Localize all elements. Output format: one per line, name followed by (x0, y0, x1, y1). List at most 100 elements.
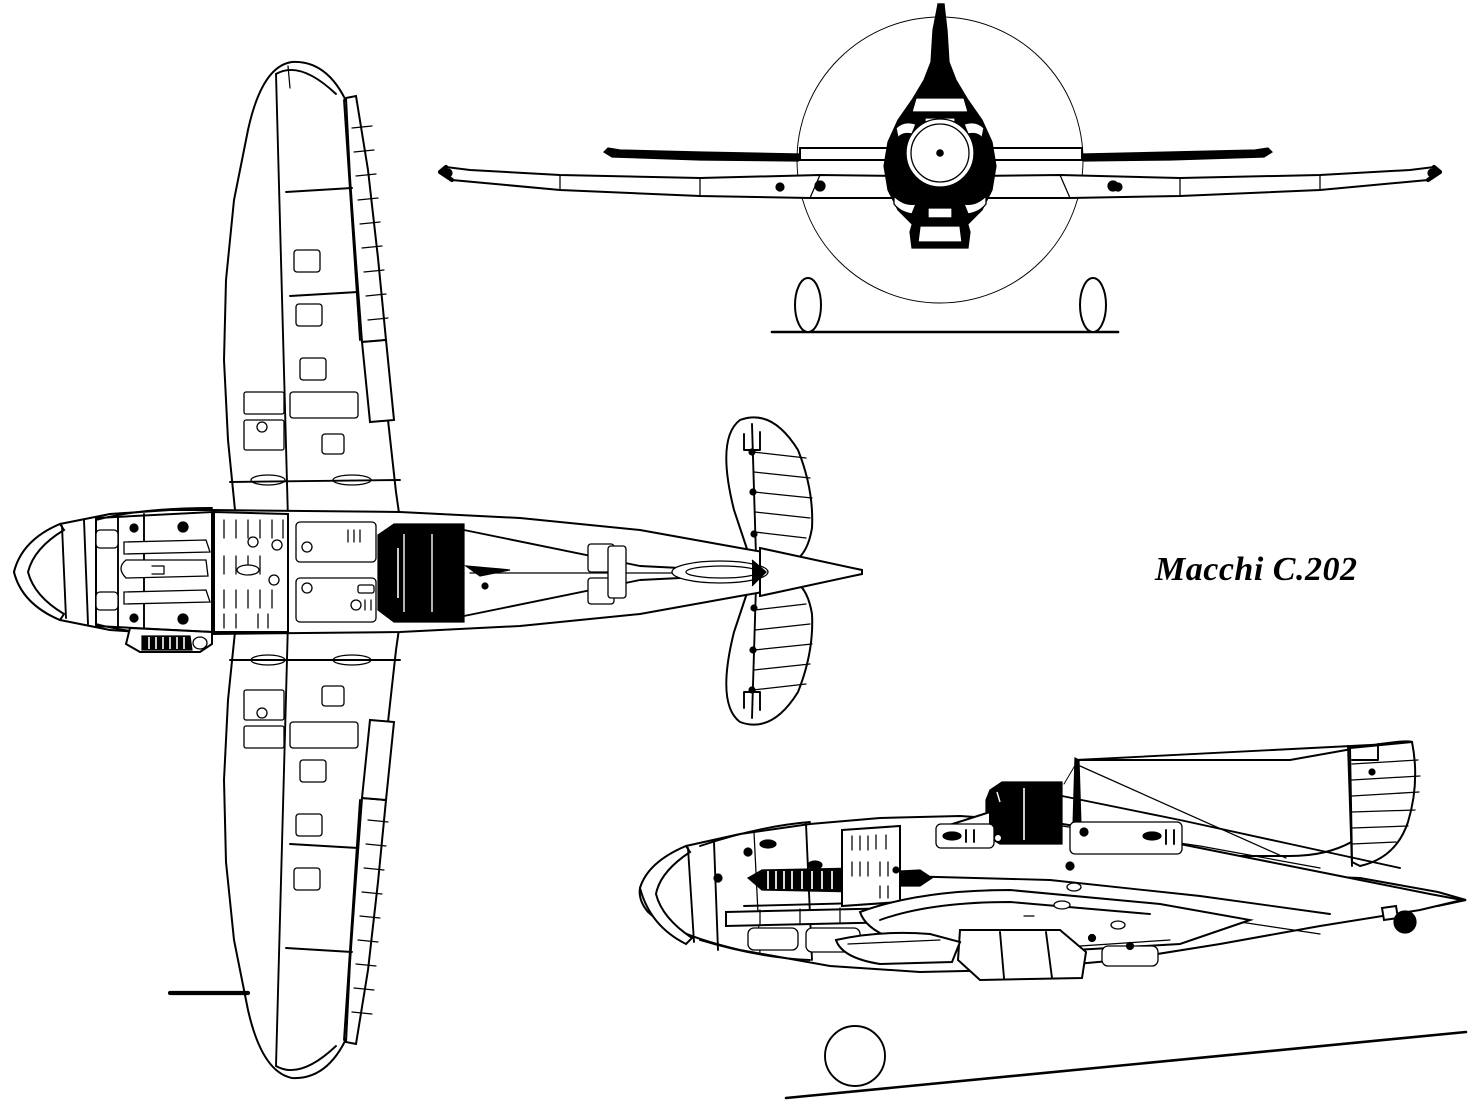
side-rear-panel-vents (1165, 829, 1175, 845)
front-cowl-relief-lower-right (962, 194, 987, 215)
plan-lower-aileron-rib-6 (361, 891, 383, 895)
plan-upper-wing-rib-b (289, 291, 359, 297)
side-gear-door-seam (847, 939, 941, 945)
plan-lower-aileron-rib-9 (367, 819, 389, 823)
plan-lower-wing-rib-b (289, 843, 359, 849)
plan-upper-aileron-rib-2 (353, 149, 375, 153)
side-nose-bump (759, 839, 777, 849)
side-forward-fairing (935, 823, 995, 849)
plan-upper-access-panel-4 (289, 391, 359, 419)
plan-rear-panel-center (607, 545, 627, 599)
side-firewall-port (892, 866, 900, 874)
plan-rudder-plan-2 (685, 565, 759, 579)
side-canopy-dot (995, 835, 1001, 841)
plan-view (12, 60, 863, 1080)
side-main-wheel-circle (824, 1025, 886, 1087)
plan-upper-wing-spar-rear (343, 99, 361, 341)
plan-upper-wing (222, 60, 402, 521)
plan-upper-access-panel-5 (321, 433, 345, 455)
side-rudder-rib-6 (1351, 841, 1397, 845)
side-fairing-vents (965, 829, 975, 843)
plan-upper-root-panel-2 (243, 419, 285, 451)
plan-upper-flap (360, 338, 396, 424)
side-nose-dot-2 (743, 847, 753, 857)
side-rudder-hinge-line (1347, 745, 1353, 867)
plan-upper-aileron-rib-6 (361, 245, 383, 249)
plan-cowl-fastener-4 (177, 613, 189, 625)
side-tailwheel (1393, 910, 1417, 934)
plan-lower-wing-rib-a (285, 947, 353, 953)
plan-prop-hub-line (83, 519, 89, 625)
side-rear-panel-dot (1079, 827, 1089, 837)
plan-elev-l-rib-4 (754, 623, 811, 631)
side-spinner (638, 844, 694, 946)
plan-lower-wing-spar-front (275, 621, 289, 1067)
side-radiator-seam-1 (999, 931, 1005, 979)
plan-cowl-fastener-3 (129, 613, 139, 623)
plan-lower-aileron-rib-5 (359, 915, 381, 919)
side-fuselage-dot-a (1065, 861, 1075, 871)
plan-upper-aileron-rib-1 (351, 125, 373, 129)
plan-fuselage (12, 507, 863, 653)
plan-firewall-slot (236, 564, 260, 576)
plan-elev-l-hinge-3 (750, 604, 758, 612)
plan-lower-root-panel-2 (243, 689, 285, 721)
side-rudder-rib-2 (1351, 775, 1421, 781)
plan-upper-root-panel-1 (243, 391, 285, 415)
side-rudder-horn-balance (1351, 743, 1379, 761)
plan-panel-slot-1 (357, 584, 375, 594)
plan-upper-access-panel-2 (295, 303, 323, 327)
front-cowl-panel-bottom (927, 207, 953, 219)
plan-lower-access-panel-4 (289, 721, 359, 749)
plan-cowl-detail-clip (151, 565, 165, 575)
plan-spinner (12, 522, 66, 622)
plan-firewall-rivet-lines (223, 519, 284, 629)
plan-upper-wing-rib-a (285, 187, 353, 193)
front-radiator-inlet (917, 225, 963, 243)
plan-exhaust-outlet (192, 636, 208, 650)
side-prop-hub-line (713, 841, 719, 951)
side-belly-port-2 (1110, 920, 1126, 930)
plan-elev-u-hinge-1 (748, 448, 756, 456)
side-rear-access-panel (1069, 821, 1183, 855)
plan-panel-vents-upper (347, 529, 361, 543)
side-cowl-bulge-1 (747, 927, 799, 951)
plan-firewall-port-3 (268, 574, 280, 586)
plan-lower-root-panel-1 (243, 725, 285, 749)
side-exhaust-slots (767, 871, 833, 889)
front-main-wheel-left (794, 277, 822, 333)
plan-tailplane-lower (725, 580, 814, 726)
front-gear-attach-left (814, 180, 826, 192)
plan-lower-aileron-rib-1 (351, 1011, 373, 1015)
front-cowl-relief-lower-left (893, 194, 918, 215)
plan-elev-l-hinge-2 (749, 646, 757, 654)
plan-lower-aileron-rib-7 (363, 867, 385, 871)
plan-elev-u-rib-1 (752, 451, 807, 459)
plan-elev-u-rib-5 (754, 531, 807, 539)
side-firewall-bay (841, 824, 901, 908)
side-canopy-frame-fwd (996, 791, 1001, 803)
front-view (437, 3, 1443, 334)
plan-tailplane (725, 416, 814, 726)
plan-upper-access-panel-3 (299, 357, 327, 381)
side-belly-dot-2 (1125, 941, 1135, 951)
side-fuselage-stringer-2 (899, 875, 1331, 915)
plan-lower-wing-spar-rear (343, 799, 361, 1041)
plan-elev-l-rib-1 (752, 683, 807, 691)
side-turtledeck-line (1061, 795, 1401, 869)
plan-lower-flap (360, 718, 396, 802)
plan-upper-aileron-rib-4 (357, 197, 379, 201)
front-wingtip-dot-right (1427, 168, 1437, 178)
side-ground-line (784, 1030, 1468, 1100)
plan-elev-l-rib-3 (753, 643, 813, 651)
side-rudder-rib-5 (1351, 825, 1409, 829)
plan-lower-wing (222, 621, 402, 1080)
side-view (638, 740, 1468, 1100)
plan-upper-wing-spar-front (275, 73, 289, 521)
front-wing-dot-left (775, 182, 785, 192)
side-fin-diagonal (1079, 765, 1287, 859)
plan-tailcone (759, 546, 863, 598)
plan-upper-aileron-rib-3 (355, 173, 377, 177)
plan-elev-u-hinge-3 (750, 530, 758, 538)
plan-spinner-back-ring (61, 525, 67, 619)
